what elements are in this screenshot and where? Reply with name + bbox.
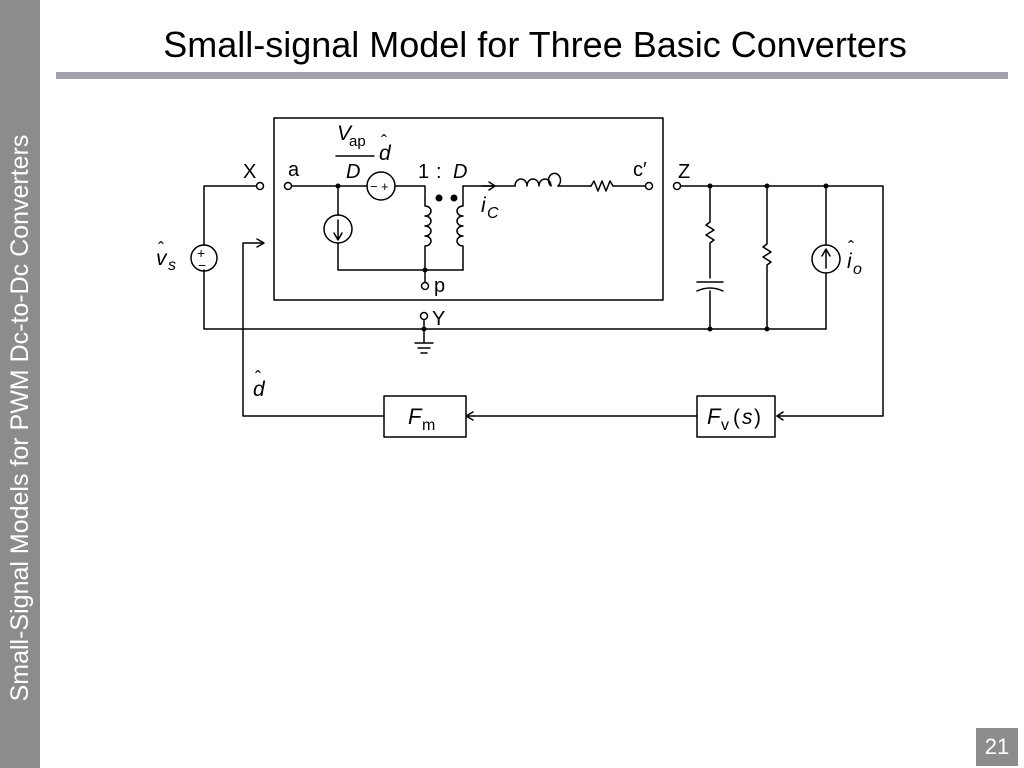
terminal-z [672,181,682,191]
feedback-d-hat: ˆ [255,368,261,388]
feedback-d: d [253,378,266,401]
junction-dot [707,326,713,332]
sidebar: Small-Signal Models for PWM Dc-to-Dc Con… [0,0,40,768]
fm-subscript: m [422,417,435,434]
fv-open: ( [733,406,740,429]
polarity-dot [450,194,458,202]
load-resistor [762,185,772,330]
junction-dot [422,267,428,273]
dep-v-sub: ap [349,133,366,150]
fv-subscript: v [721,417,729,434]
junction-dot [823,183,829,189]
ic-arrow [481,181,496,191]
page-number: 21 [976,728,1018,766]
slide-title: Small-signal Model for Three Basic Conve… [163,24,907,65]
title-underline [56,72,1008,79]
capacitor [696,281,724,330]
isource-arrow [333,219,343,241]
terminal-a [283,181,293,191]
secondary-winding [456,185,464,271]
model-box [273,117,664,301]
ic-subscript: C [487,205,499,222]
junction-dot [764,326,770,332]
wire-vs-bottom [203,269,425,330]
wire-ground [414,319,434,354]
dep-plus: + [381,179,389,194]
wire-fm-d [242,242,385,417]
wire-isource-bottom [337,242,464,271]
terminal-x [255,181,265,191]
fv-symbol: F [707,404,722,429]
dep-minus: − [370,179,378,194]
ratio-d: D [453,161,467,183]
vs-symbol: v [156,247,168,270]
dep-d: d [379,142,392,165]
esr-branch [705,185,715,279]
junction-dot [335,183,341,189]
ratio-colon: : [436,161,442,183]
ratio-one: 1 [418,161,429,183]
vs-hat: ˆ [158,239,164,259]
label-z: Z [678,161,690,183]
vs-subscript: s [168,257,176,274]
terminal-y [419,311,429,321]
label-p: p [434,275,445,297]
arrow-into-box [256,238,265,248]
junction-dot [707,183,713,189]
wire-z-top [680,185,884,417]
source-vs [190,244,218,272]
ic-symbol: i [481,194,487,217]
polarity-dot [435,194,443,202]
terminal-cprime [644,181,654,191]
series-resistor [590,180,614,192]
fv-s: s [742,406,753,429]
label-x: X [243,161,256,183]
label-a: a [288,159,300,181]
io-arrow [821,248,831,269]
io-symbol: i [847,250,853,273]
junction-dot [421,326,427,332]
wire-x-in [203,185,257,246]
dep-denominator: D [346,161,360,183]
junction-dot [764,183,770,189]
vs-plus: + [197,245,205,261]
inductor [514,172,562,187]
label-y: Y [432,308,445,330]
io-hat: ˆ [848,238,854,258]
vs-minus: − [198,257,206,273]
label-cprime: c′ [633,159,647,181]
dep-d-hat: ˆ [381,132,387,152]
terminal-p [420,281,430,291]
dep-v: V [337,122,353,145]
source-io [811,244,841,274]
arrow-into-fv [776,411,784,421]
io-subscript: o [853,261,862,278]
fm-symbol: F [408,404,423,429]
primary-winding [424,197,432,271]
wire-dep-to-primary [394,185,426,199]
fv-close: ) [754,406,761,429]
